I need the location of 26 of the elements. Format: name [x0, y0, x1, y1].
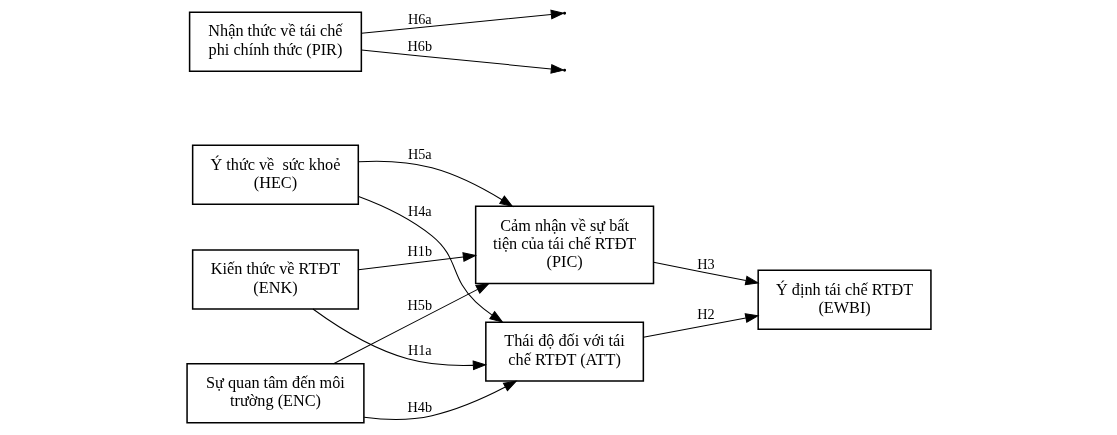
arrow [311, 308, 487, 371]
arrow [357, 160, 514, 208]
edge-label: H5b [407, 297, 432, 314]
node-box: Thái độ đối với tái chế RTĐT (ATT) [484, 321, 644, 382]
node-box: Nhận thức về tái chế phi chính thức (PIR) [188, 11, 362, 72]
node-box: Kiến thức về RTĐT (ENK) [191, 249, 359, 310]
arrow [357, 195, 504, 323]
edge-label: H6a [407, 10, 432, 27]
node-box: Sự quan tâm đến môi trường (ENC) [185, 363, 365, 424]
edge-label: H1a [407, 341, 432, 358]
edge-label: H6b [407, 38, 432, 55]
arrow [652, 261, 760, 286]
edge-label: H3 [696, 255, 715, 272]
arrow [363, 380, 518, 420]
edge-label: H4a [407, 202, 432, 219]
arrow [642, 313, 759, 338]
arrow [360, 9, 565, 34]
edge-label: H1b [407, 243, 432, 260]
edge-label: H2 [696, 306, 715, 323]
node-box: Cảm nhận về sự bất tiện của tái chế RTĐT (PIC) [474, 205, 654, 285]
node-box: Ý thức về sức khoẻ (HEC) [191, 144, 359, 206]
arrow [332, 282, 490, 365]
node-box: Ý định tái chế RTĐT (EWBI) [756, 269, 932, 331]
edge-label: H5a [407, 145, 432, 162]
edge-label: H4b [407, 398, 432, 415]
arrow [357, 252, 477, 271]
